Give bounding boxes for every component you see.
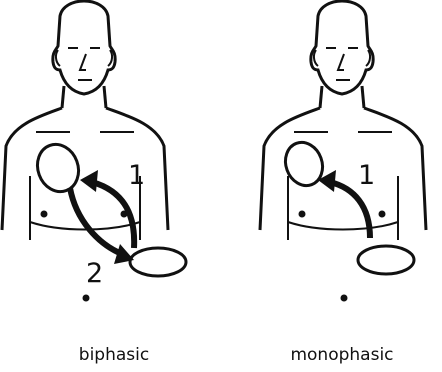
arrow-label-1-left: 1 <box>128 160 145 191</box>
panel-biphasic: 1 2 <box>2 1 186 302</box>
caption-monophasic: monophasic <box>262 345 422 365</box>
pad-upper-right-chest-left <box>31 139 85 198</box>
pad-upper-right-chest-right <box>280 137 329 191</box>
panel-monophasic: 1 <box>260 1 426 302</box>
caption-biphasic: biphasic <box>44 345 184 365</box>
arrow-label-2-left: 2 <box>86 258 103 289</box>
arrow-1-head-left <box>80 170 98 192</box>
pad-lower-left-chest-left <box>130 248 186 276</box>
pad-lower-left-chest-right <box>358 246 414 274</box>
arrow-2-left <box>70 188 122 254</box>
arrow-label-1-right: 1 <box>358 160 375 191</box>
